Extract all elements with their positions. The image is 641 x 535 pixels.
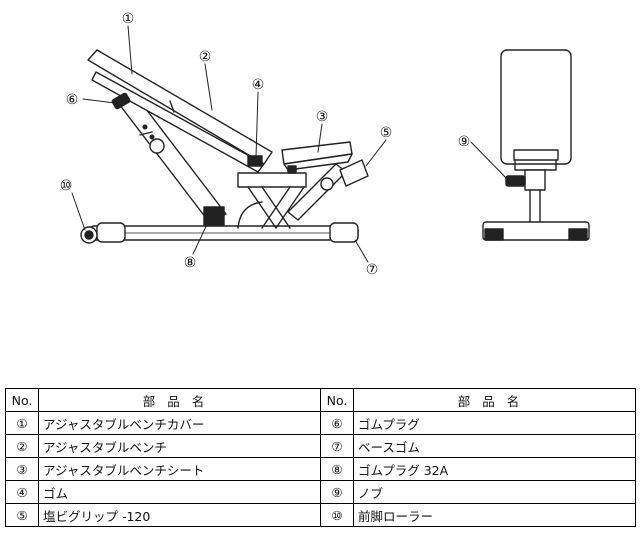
callout-3: ③ — [316, 109, 329, 125]
part-name: アジャスタブルベンチカバー — [38, 411, 321, 435]
part-no: ① — [5, 411, 39, 435]
table-row: ⑤ 塩ビグリップ -120 ⑩ 前脚ローラー — [5, 503, 636, 527]
part-name: アジャスタブルベンチシート — [38, 457, 321, 481]
backrest — [87, 49, 273, 173]
parts-table: No. 部品名 No. 部品名 ① アジャスタブルベンチカバー ⑥ ゴムプラグ … — [5, 388, 636, 527]
part-no: ② — [5, 434, 39, 458]
front-leg — [115, 91, 227, 226]
part-no: ⑨ — [320, 480, 354, 504]
part-no: ④ — [5, 480, 39, 504]
callout-9: ⑨ — [458, 134, 471, 150]
header-part-name: 部品名 — [38, 388, 321, 412]
base-frame — [89, 225, 359, 241]
base-rubber-foot — [96, 222, 126, 243]
callout-7: ⑦ — [366, 262, 379, 278]
table-row: ① アジャスタブルベンチカバー ⑥ ゴムプラグ — [5, 411, 636, 435]
part-name: ゴム — [38, 480, 321, 504]
table-row: ② アジャスタブルベンチ ⑦ ベースゴム — [5, 434, 636, 458]
table-row: ③ アジャスタブルベンチシート ⑧ ゴムプラグ 32A — [5, 457, 636, 481]
table-header-row: No. 部品名 No. 部品名 — [5, 388, 636, 412]
table-row: ④ ゴム ⑨ ノブ — [5, 480, 636, 504]
part-no: ③ — [5, 457, 39, 481]
part-no: ⑥ — [320, 411, 354, 435]
front-view — [482, 49, 590, 241]
callout-1: ① — [122, 11, 135, 27]
rubber-plug — [111, 92, 131, 110]
knob — [505, 175, 526, 187]
part-name: 前脚ローラー — [353, 503, 636, 527]
part-name: ゴムプラグ — [353, 411, 636, 435]
part-name: アジャスタブルベンチ — [38, 434, 321, 458]
part-no: ⑩ — [320, 503, 354, 527]
callout-2: ② — [199, 49, 212, 65]
pvc-grip — [339, 159, 369, 187]
part-name: ゴムプラグ 32A — [353, 457, 636, 481]
callout-6: ⑥ — [66, 92, 79, 108]
center-support — [237, 172, 307, 229]
header-no: No. — [5, 388, 39, 412]
callout-8: ⑧ — [184, 255, 197, 271]
part-name: 塩ビグリップ -120 — [38, 503, 321, 527]
part-name: ノブ — [353, 480, 636, 504]
front-roller — [80, 226, 98, 244]
base-rubber-foot — [329, 222, 359, 243]
part-no: ⑦ — [320, 434, 354, 458]
part-name: ベースゴム — [353, 434, 636, 458]
seat — [281, 141, 353, 171]
rubber-pad — [247, 155, 263, 167]
bench-diagram: ① ② ③ ④ ⑤ ⑥ ⑦ ⑧ ⑨ ⑩ — [60, 11, 590, 278]
part-no: ⑤ — [5, 503, 39, 527]
header-part-name: 部品名 — [353, 388, 636, 412]
callout-4: ④ — [252, 77, 265, 93]
header-no: No. — [320, 388, 354, 412]
part-no: ⑧ — [320, 457, 354, 481]
callout-10: ⑩ — [60, 178, 73, 194]
callout-5: ⑤ — [380, 125, 393, 141]
